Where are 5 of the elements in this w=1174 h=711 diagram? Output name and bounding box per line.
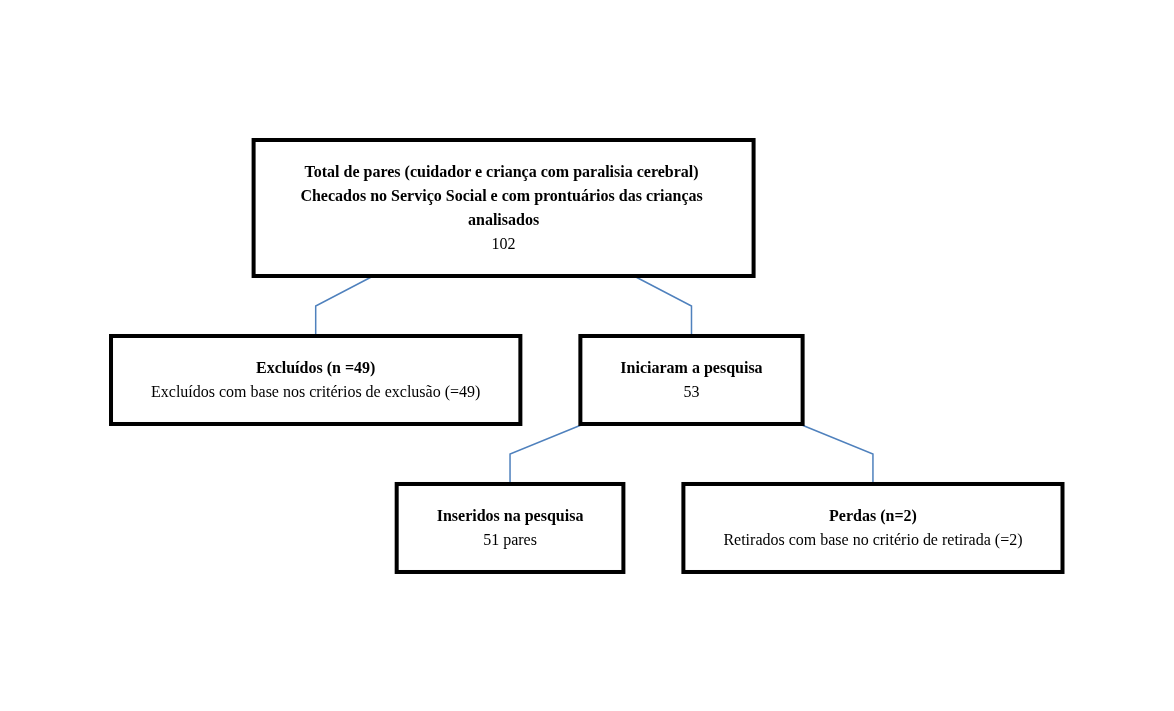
node-box: Perdas (n=2) Retirados com base no critério de retirada (=2): [681, 481, 1065, 574]
node-box: Excluídos (n =49) Excluídos com base nos critérios de exclusão (=49): [109, 333, 523, 426]
node-box: Iniciaram a pesquisa 53: [578, 333, 805, 426]
node-box: Inseridos na pesquisa 51 pares: [394, 481, 626, 574]
node-box: Total de pares (cuidador e criança com paralisia cerebral) Checados no Serviço Social e com prontuários das crianças analisados 102: [251, 137, 756, 278]
